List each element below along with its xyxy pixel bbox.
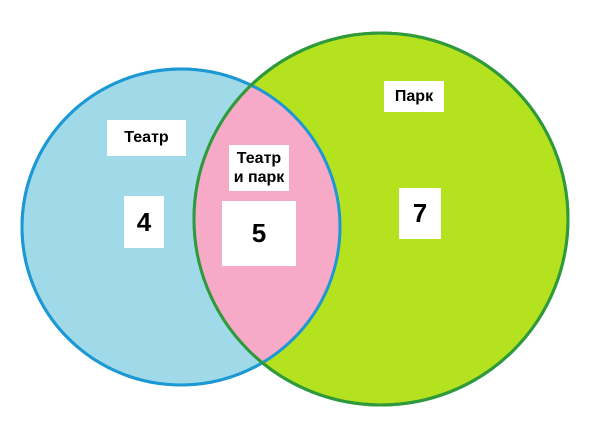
theatre-and-park-label: Театр и парк <box>229 145 289 191</box>
park-only-count: 7 <box>399 188 441 239</box>
theatre-and-park-label-line1: Театр <box>236 150 282 167</box>
theatre-circle-outline <box>20 67 342 387</box>
theatre-label: Театр <box>107 120 186 156</box>
theatre-and-park-count: 5 <box>222 201 296 266</box>
park-label: Парк <box>384 81 444 112</box>
theatre-and-park-label-line2: и парк <box>233 169 285 186</box>
theatre-only-count: 4 <box>124 196 164 248</box>
park-circle-outline <box>192 31 570 407</box>
intersection-region <box>194 69 340 385</box>
